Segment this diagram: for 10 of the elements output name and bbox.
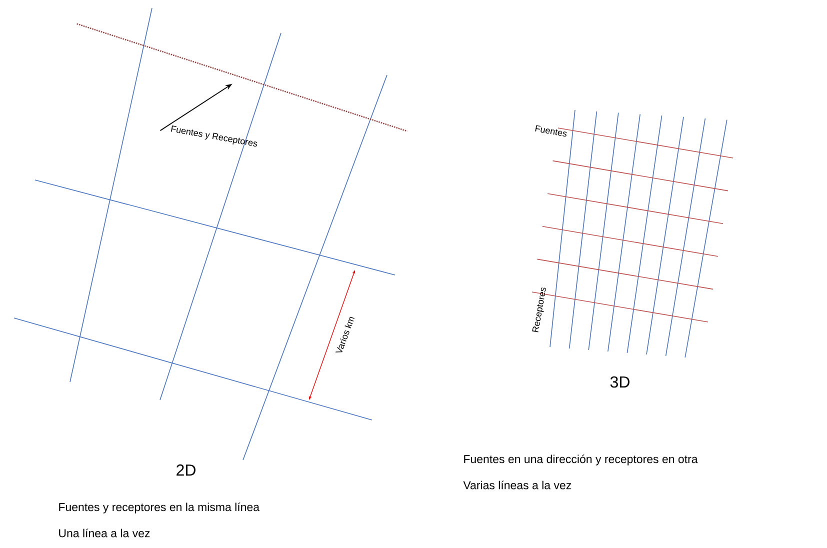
caption-text: Varias líneas a la vez xyxy=(463,480,572,490)
caption-text: Una línea a la vez xyxy=(59,528,150,538)
axis-label: Fuentes xyxy=(535,125,567,137)
panel-label: 2D xyxy=(176,464,196,476)
caption-text: Fuentes y receptores en la misma línea xyxy=(59,502,260,514)
caption-text: Fuentes en una dirección y receptores en otra xyxy=(464,454,698,466)
text-label: Fuentes y Receptores xyxy=(171,126,258,147)
axis-label: Receptores xyxy=(532,287,546,332)
panel-label: 3D xyxy=(610,376,630,388)
dimension-label: Varios km xyxy=(336,316,355,352)
